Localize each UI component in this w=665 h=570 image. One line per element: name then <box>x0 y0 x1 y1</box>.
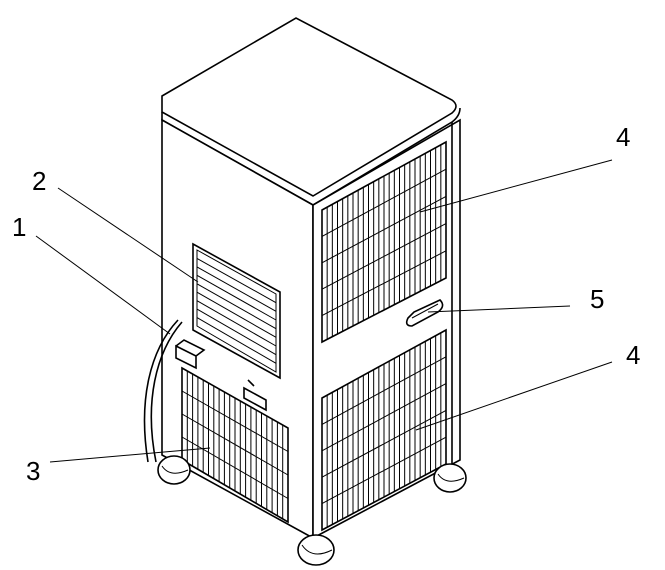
louvre-slat <box>196 291 277 338</box>
louvre-slat <box>196 266 277 312</box>
callout-5: 5 <box>590 284 604 314</box>
louvre-slat <box>196 258 277 304</box>
callout-3: 3 <box>26 456 40 486</box>
leader-line-4-upper <box>419 159 613 213</box>
lower-right-grille-rail <box>321 356 447 425</box>
lower-left-grille-rail <box>181 413 289 476</box>
louvre-slat <box>196 317 277 364</box>
cabinet-top-face <box>161 17 457 197</box>
louvre-slat <box>196 308 277 356</box>
louvre-vent-slats <box>196 258 277 364</box>
louvre-slat <box>196 300 277 347</box>
upper-right-grille-rail <box>321 195 447 264</box>
louvre-vent-frame <box>192 242 281 380</box>
lower-right-grille <box>321 332 447 528</box>
left-bracket-lower <box>243 379 267 412</box>
lower-left-grille-rail <box>181 436 289 499</box>
lower-right-grille-rail <box>321 383 447 452</box>
leader-line-4-lower <box>415 361 613 431</box>
leader-line-3 <box>49 447 211 463</box>
callout-4-lower: 4 <box>626 340 640 370</box>
lower-left-grille-frame <box>181 366 289 524</box>
leader-line-1 <box>35 235 171 335</box>
cabinet-right-face <box>312 118 461 540</box>
upper-right-grille <box>321 144 447 340</box>
drain-hose <box>143 319 179 463</box>
leader-line-2 <box>57 187 199 283</box>
caster-front-left <box>157 455 191 485</box>
caster-front <box>297 534 335 566</box>
callout-1: 1 <box>12 212 26 242</box>
lower-right-grille-rail <box>321 436 447 505</box>
louvre-slat <box>196 274 277 321</box>
louvre-slat <box>196 283 277 330</box>
leader-line-5 <box>427 305 571 313</box>
left-bracket-upper <box>175 339 206 370</box>
lower-left-grille <box>181 371 289 519</box>
upper-right-grille-rail <box>321 168 447 237</box>
callout-4-upper: 4 <box>616 122 630 152</box>
upper-right-grille-rail <box>321 223 447 290</box>
upper-right-grille-rail <box>321 250 447 317</box>
caster-right <box>433 463 467 493</box>
callout-2: 2 <box>32 166 46 196</box>
lower-right-grille-rail <box>321 409 447 478</box>
lower-left-grille-rail <box>181 390 289 452</box>
